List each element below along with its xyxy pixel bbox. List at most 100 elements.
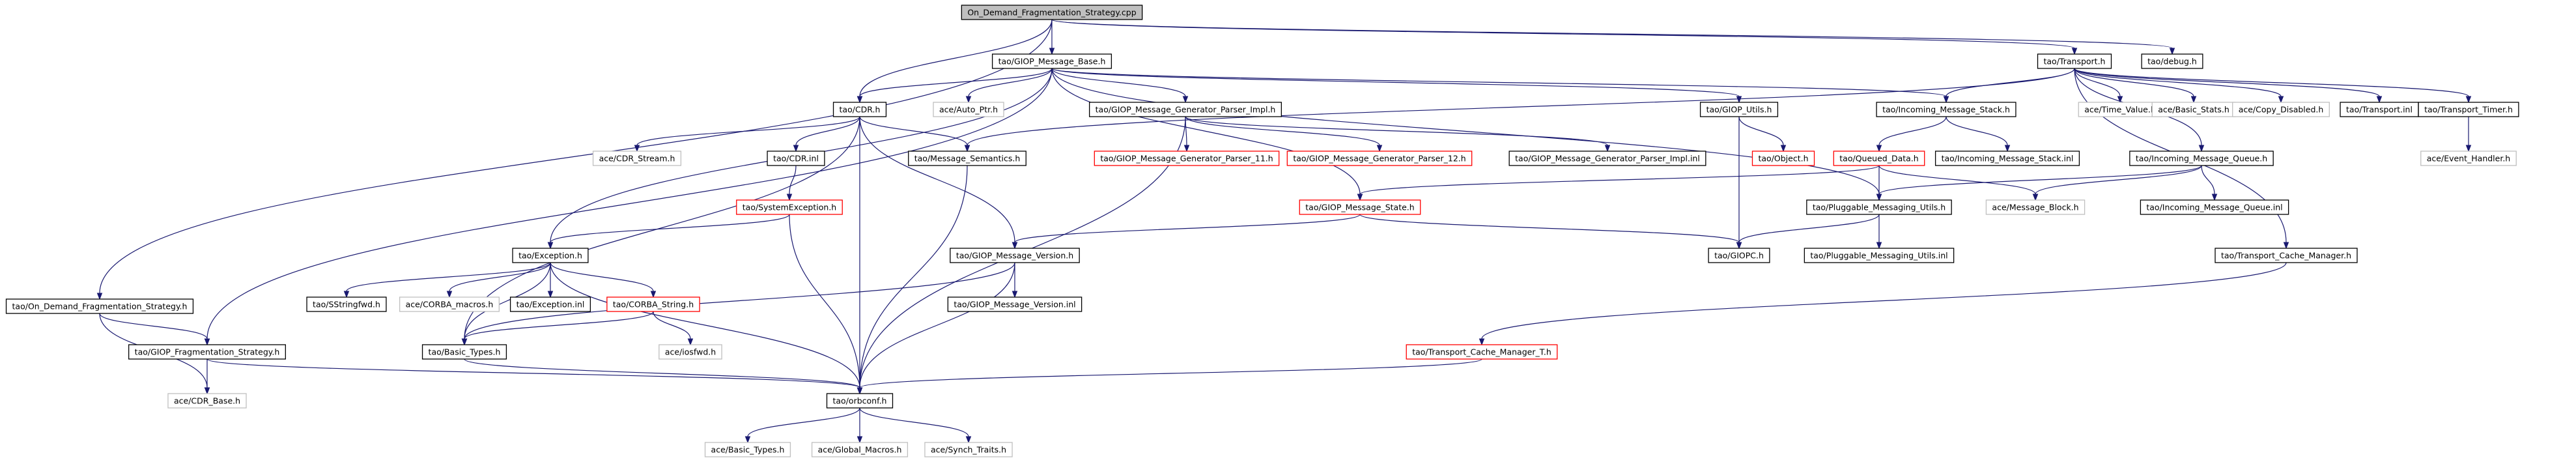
- edge-exception_h-to-orbconf: [550, 262, 863, 395]
- edge-giop_msg_state-to-giop_msg_version: [1012, 214, 1361, 250]
- edge-msg_semantics-to-orbconf: [856, 165, 968, 395]
- svg-text:tao/GIOP_Message_Version.h: tao/GIOP_Message_Version.h: [956, 251, 1073, 261]
- svg-text:tao/CDR.h: tao/CDR.h: [840, 105, 881, 115]
- node-root-cpp[interactable]: On_Demand_Fragmentation_Strategy.cpp: [961, 5, 1143, 20]
- node-transport-h[interactable]: tao/Transport.h: [2037, 53, 2112, 69]
- edge-system_exception-to-exception_h: [547, 214, 790, 250]
- edge-root-to-transport_h: [1051, 19, 2078, 55]
- node-incoming-message-stack-inl[interactable]: tao/Incoming_Message_Stack.inl: [1934, 151, 2080, 166]
- edge-cdr_h-to-orbconf: [856, 117, 863, 395]
- node-pluggable-messaging-utils-h[interactable]: tao/Pluggable_Messaging_Utils.h: [1806, 199, 1952, 215]
- edge-giop_frag-to-orbconf: [206, 358, 863, 395]
- edge-pluggable_utils-to-giopc: [1736, 214, 1880, 250]
- svg-text:tao/Transport_Cache_Manager_T.: tao/Transport_Cache_Manager_T.h: [1412, 347, 1551, 357]
- node-transport-timer-h[interactable]: tao/Transport_Timer.h: [2418, 102, 2519, 117]
- node-giopc-h[interactable]: tao/GIOPC.h: [1708, 248, 1770, 263]
- svg-text:tao/Incoming_Message_Queue.h: tao/Incoming_Message_Queue.h: [2136, 154, 2267, 164]
- edge-root-to-giop_msg_base: [1049, 20, 1055, 55]
- edge-transport_h-to-incoming_stack: [1943, 68, 2075, 104]
- node-exception-h[interactable]: tao/Exception.h: [512, 248, 589, 263]
- node-incoming-message-stack-h[interactable]: tao/Incoming_Message_Stack.h: [1876, 102, 2017, 117]
- svg-text:ace/Synch_Traits.h: ace/Synch_Traits.h: [931, 445, 1006, 455]
- node-parser-impl-inl[interactable]: tao/GIOP_Message_Generator_Parser_Impl.i…: [1508, 151, 1706, 166]
- node-debug-h[interactable]: tao/debug.h: [2141, 53, 2203, 69]
- node-giop-utils-h[interactable]: tao/GIOP_Utils.h: [1699, 102, 1779, 117]
- svg-text:tao/Message_Semantics.h: tao/Message_Semantics.h: [914, 154, 1021, 164]
- node-giop-message-version-inl[interactable]: tao/GIOP_Message_Version.inl: [947, 296, 1083, 312]
- edge-queued_data-to-giop_msg_state: [1357, 165, 1880, 201]
- svg-text:tao/SystemException.h: tao/SystemException.h: [743, 203, 836, 212]
- edge-exception_h-to-exception_inl: [547, 262, 554, 298]
- node-corba-string-h: tao/CORBA_String.h: [606, 296, 700, 312]
- node-ace-message-block-h: ace/Message_Block.h: [1985, 199, 2086, 215]
- node-transport-cache-manager-h[interactable]: tao/Transport_Cache_Manager.h: [2215, 248, 2358, 263]
- edge-transport_cache_mgr-to-transport_cache_mgr_t: [1479, 262, 2287, 346]
- edge-transport_h-to-transport_timer: [2074, 68, 2472, 104]
- edge-giop_utils-to-object_h: [1738, 116, 1787, 152]
- edge-orbconf-to-synch_traits: [859, 407, 972, 444]
- node-incoming-message-queue-inl[interactable]: tao/Incoming_Message_Queue.inl: [2140, 199, 2289, 215]
- svg-text:tao/On_Demand_Fragmentation_St: tao/On_Demand_Fragmentation_Strategy.h: [12, 302, 188, 311]
- node-cdr-inl[interactable]: tao/CDR.inl: [767, 151, 825, 166]
- node-parser-impl-h[interactable]: tao/GIOP_Message_Generator_Parser_Impl.h: [1088, 102, 1282, 117]
- svg-text:ace/Event_Handler.h: ace/Event_Handler.h: [2427, 154, 2510, 164]
- edge-transport_h-to-msg_semantics: [964, 68, 2075, 152]
- node-sstringfwd-h[interactable]: tao/SStringfwd.h: [306, 296, 387, 312]
- edge-layer: [96, 19, 2472, 444]
- node-exception-inl[interactable]: tao/Exception.inl: [509, 296, 591, 312]
- node-ace-copy-disabled-h: ace/Copy_Disabled.h: [2232, 102, 2330, 117]
- node-ace-iosfwd-h: ace/iosfwd.h: [658, 344, 722, 360]
- svg-text:ace/Time_Value.h: ace/Time_Value.h: [2084, 105, 2156, 115]
- node-on-demand-fragmentation-strategy-h[interactable]: tao/On_Demand_Fragmentation_Strategy.h: [5, 298, 194, 314]
- edge-giop_msg_base-to-auto_ptr: [965, 68, 1053, 104]
- node-orbconf-h[interactable]: tao/orbconf.h: [826, 393, 894, 409]
- edge-transport_cache_mgr_t-to-orbconf: [856, 358, 1482, 395]
- svg-text:ace/CORBA_macros.h: ace/CORBA_macros.h: [406, 300, 494, 310]
- svg-text:tao/Object.h: tao/Object.h: [1758, 154, 1808, 164]
- node-giop-fragmentation-strategy-h[interactable]: tao/GIOP_Fragmentation_Strategy.h: [128, 344, 286, 360]
- svg-text:tao/Incoming_Message_Queue.inl: tao/Incoming_Message_Queue.inl: [2146, 203, 2282, 212]
- edge-transport_h-to-basic_stats: [2074, 68, 2197, 104]
- svg-text:ace/CDR_Stream.h: ace/CDR_Stream.h: [599, 154, 675, 164]
- svg-text:tao/GIOP_Fragmentation_Strateg: tao/GIOP_Fragmentation_Strategy.h: [135, 347, 280, 357]
- node-ace-synch-traits-h: ace/Synch_Traits.h: [924, 442, 1013, 457]
- node-incoming-message-queue-h[interactable]: tao/Incoming_Message_Queue.h: [2129, 151, 2274, 166]
- svg-text:ace/Copy_Disabled.h: ace/Copy_Disabled.h: [2239, 105, 2324, 115]
- node-ace-global-macros-h: ace/Global_Macros.h: [811, 442, 909, 457]
- svg-text:tao/GIOP_Message_State.h: tao/GIOP_Message_State.h: [1305, 203, 1414, 212]
- node-cdr-h[interactable]: tao/CDR.h: [832, 102, 887, 117]
- edge-giop_frag-to-cdr_base: [204, 359, 210, 395]
- edge-incoming_stack-to-incoming_stack_inl: [1946, 116, 2011, 152]
- edge-incoming_stack-to-queued_data: [1876, 116, 1947, 152]
- edge-root-to-odfs_h: [96, 19, 1053, 300]
- svg-text:tao/Transport.inl: tao/Transport.inl: [2346, 105, 2413, 115]
- edge-exception_h-to-corba_string: [550, 262, 657, 298]
- node-transport-inl[interactable]: tao/Transport.inl: [2340, 102, 2419, 117]
- svg-text:tao/Transport_Timer.h: tao/Transport_Timer.h: [2424, 105, 2513, 115]
- edge-corba_string-to-basic_types_tao: [461, 311, 654, 346]
- svg-text:tao/Exception.h: tao/Exception.h: [518, 251, 582, 261]
- node-layer: On_Demand_Fragmentation_Strategy.cpp tao…: [5, 5, 2519, 457]
- node-giop-message-version-h[interactable]: tao/GIOP_Message_Version.h: [950, 248, 1080, 263]
- edge-giop_msg_base-to-cdr_h: [856, 68, 1053, 104]
- svg-text:tao/GIOP_Message_Base.h: tao/GIOP_Message_Base.h: [998, 57, 1106, 66]
- edge-orbconf-to-global_macros: [856, 408, 863, 444]
- node-ace-cdr-stream-h: ace/CDR_Stream.h: [592, 151, 682, 166]
- svg-text:tao/GIOP_Utils.h: tao/GIOP_Utils.h: [1706, 105, 1772, 115]
- node-ace-event-handler-h: ace/Event_Handler.h: [2420, 151, 2517, 166]
- svg-text:tao/Pluggable_Messaging_Utils.: tao/Pluggable_Messaging_Utils.h: [1813, 203, 1946, 212]
- edge-giop_utils-to-giopc: [1736, 117, 1742, 250]
- node-object-h: tao/Object.h: [1751, 151, 1815, 166]
- node-tao-basic-types-h[interactable]: tao/Basic_Types.h: [421, 344, 507, 360]
- node-message-semantics-h[interactable]: tao/Message_Semantics.h: [908, 151, 1026, 166]
- edge-cdr_h-to-giop_msg_version: [859, 116, 1018, 250]
- node-pluggable-messaging-utils-inl[interactable]: tao/Pluggable_Messaging_Utils.inl: [1804, 248, 1955, 263]
- node-giop-message-base-h[interactable]: tao/GIOP_Message_Base.h: [991, 53, 1112, 69]
- edge-giop_msg_base-to-giop_frag: [204, 68, 1053, 346]
- svg-text:ace/iosfwd.h: ace/iosfwd.h: [665, 347, 716, 357]
- edge-incoming_queue-to-pluggable_utils: [1876, 165, 2202, 201]
- svg-text:tao/Transport_Cache_Manager.h: tao/Transport_Cache_Manager.h: [2221, 251, 2351, 261]
- edge-odfs_h-to-giop_frag: [99, 313, 210, 346]
- svg-text:tao/CDR.inl: tao/CDR.inl: [773, 154, 819, 164]
